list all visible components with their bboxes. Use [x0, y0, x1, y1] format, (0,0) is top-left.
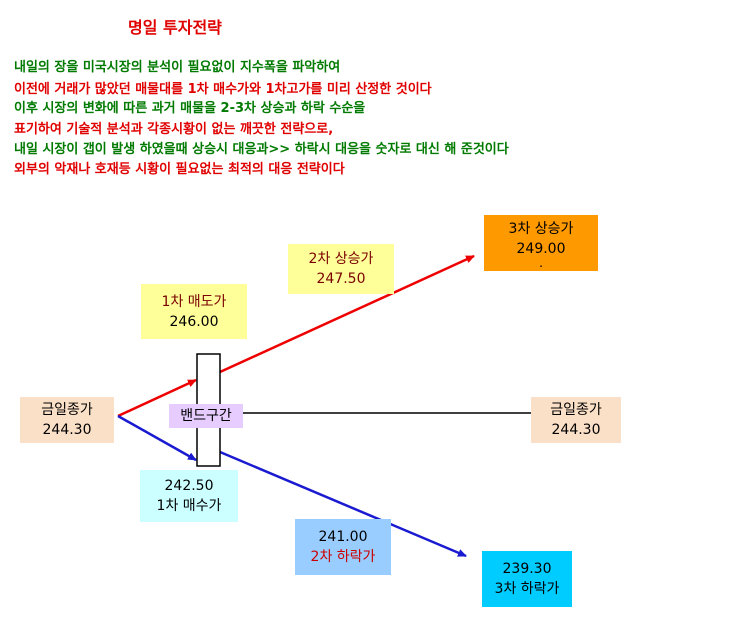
close-right-label: 금일종가 [550, 402, 602, 418]
up2-value: 247.50 [316, 271, 366, 287]
description-line-1: 내일의 장을 미국시장의 분석이 필요없이 지수폭을 파악하여 [14, 60, 341, 75]
sell1-box: 1차 매도가 246.00 [141, 284, 247, 339]
band-label: 밴드구간 [180, 408, 232, 424]
buy1-box: 242.50 1차 매수가 [140, 470, 238, 522]
close-left-value: 244.30 [42, 422, 92, 438]
up-arrow-segment-1 [117, 378, 197, 418]
up3-value: 249.00 [516, 241, 566, 257]
up3-mark: . [539, 256, 543, 270]
band-label-box: 밴드구간 [169, 404, 243, 428]
close-left-label: 금일종가 [41, 402, 93, 418]
close-left-box: 금일종가 244.30 [20, 397, 114, 443]
up2-label: 2차 상승가 [308, 251, 374, 267]
up2-box: 2차 상승가 247.50 [288, 244, 394, 294]
up3-box: 3차 상승가 249.00 . [484, 215, 598, 271]
close-right-value: 244.30 [551, 422, 601, 438]
description-line-2: 이전에 거래가 많았던 매물대를 1차 매수가와 1차고가를 미리 산정한 것이… [14, 82, 432, 97]
description-line-6: 외부의 악재나 호재등 시황이 필요없는 최적의 대응 전략이다 [14, 162, 345, 177]
description-line-4: 표기하여 기술적 분석과 각종시황이 없는 깨끗한 전략으로, [14, 122, 334, 137]
down2-box: 241.00 2차 하락가 [295, 519, 391, 575]
down2-label: 2차 하락가 [310, 549, 376, 565]
description-line-5: 내일 시장이 갭이 발생 하였을때 상승시 대응과>> 하락시 대응을 숫자로 … [14, 142, 509, 157]
sell1-value: 246.00 [169, 313, 219, 330]
down3-value: 239.30 [502, 561, 552, 577]
down-arrow-segment-1 [117, 414, 197, 462]
down2-value: 241.00 [318, 529, 368, 545]
description-line-3: 이후 시장의 변화에 따른 과거 매물을 2-3차 상승과 하락 수순을 [14, 101, 366, 116]
up3-label: 3차 상승가 [508, 221, 574, 237]
down3-label: 3차 하락가 [494, 581, 560, 597]
page-title: 명일 투자전략 [128, 18, 222, 37]
buy1-value: 242.50 [164, 478, 214, 494]
close-right-box: 금일종가 244.30 [531, 397, 621, 443]
down-arrow-segment-2 [219, 450, 467, 558]
sell1-label: 1차 매도가 [161, 293, 227, 310]
up-arrow-segment-2 [219, 254, 475, 374]
buy1-label: 1차 매수가 [156, 498, 222, 514]
down3-box: 239.30 3차 하락가 [482, 551, 572, 607]
